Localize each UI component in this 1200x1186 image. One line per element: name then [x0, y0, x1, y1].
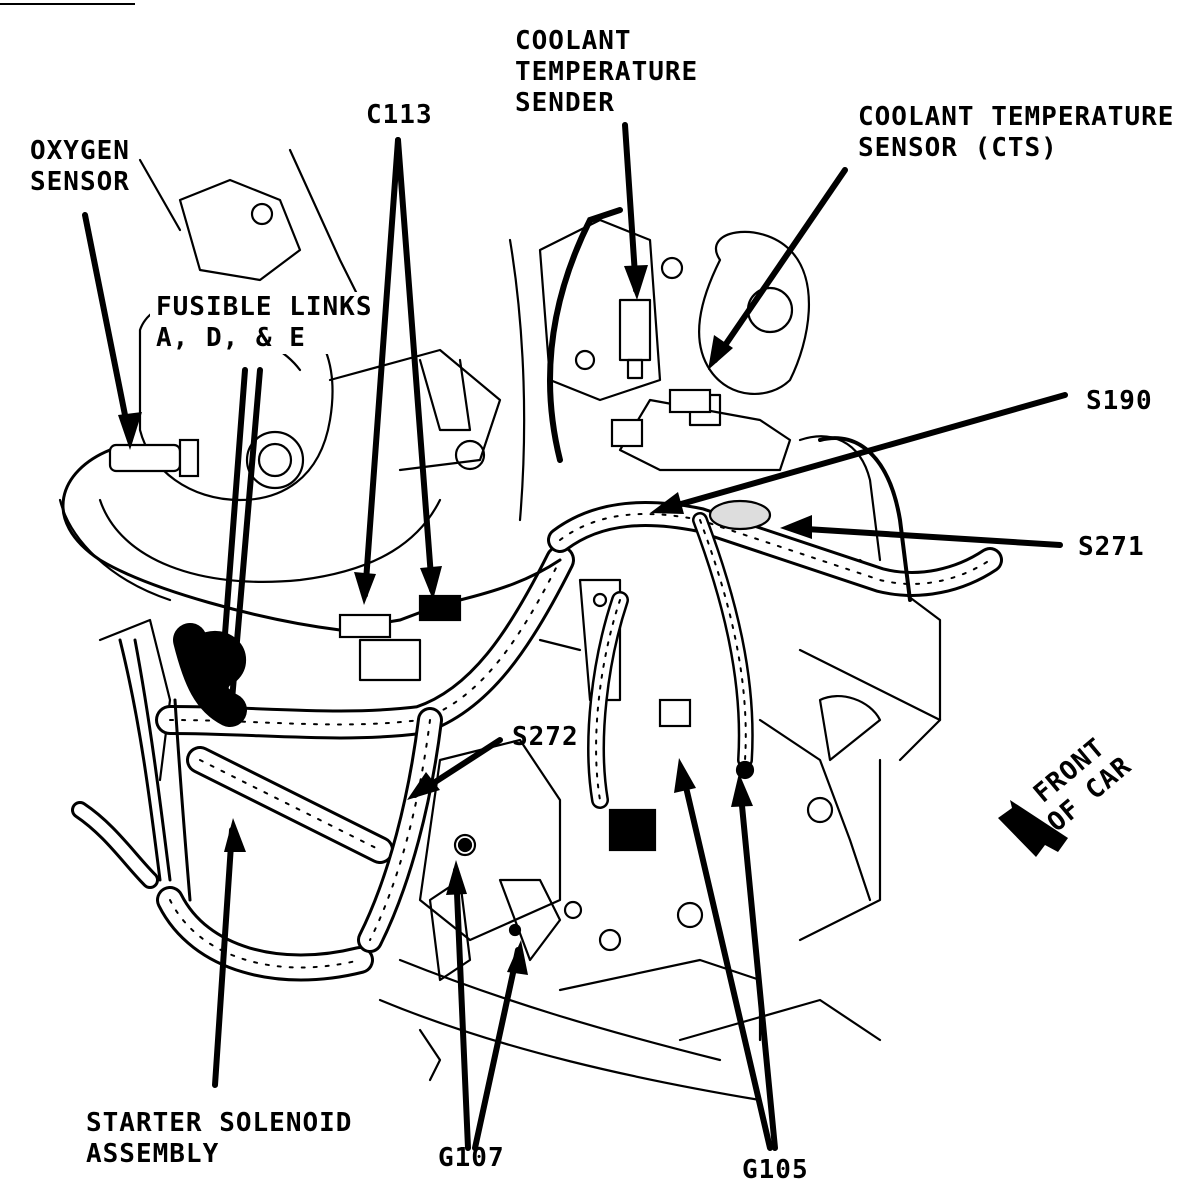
switch-body	[608, 808, 657, 852]
label-g107: G107	[438, 1143, 505, 1173]
label-oxygen-sensor: OXYGEN SENSOR	[30, 136, 130, 197]
label-c113: C113	[366, 100, 433, 130]
label-coolant-temperature-sensor: COOLANT TEMPERATURE SENSOR (CTS)	[858, 102, 1175, 163]
label-g105: G105	[742, 1155, 809, 1185]
label-s271: S271	[1078, 532, 1145, 562]
c113-connector	[338, 613, 392, 639]
label-coolant-temperature-sender: COOLANT TEMPERATURE SENDER	[515, 26, 699, 118]
leader-lines	[82, 122, 1068, 1151]
front-of-car-arrow	[998, 800, 1068, 857]
label-starter-solenoid-assembly: STARTER SOLENOID ASSEMBLY	[86, 1108, 353, 1169]
label-fusible-links: FUSIBLE LINKS A, D, & E	[150, 292, 379, 354]
cts-sensor	[668, 388, 712, 414]
components	[108, 388, 772, 937]
label-s190: S190	[1086, 386, 1153, 416]
arrowheads	[118, 265, 812, 975]
label-s272: S272	[512, 722, 579, 752]
oxygen-sensor-body	[108, 443, 182, 473]
